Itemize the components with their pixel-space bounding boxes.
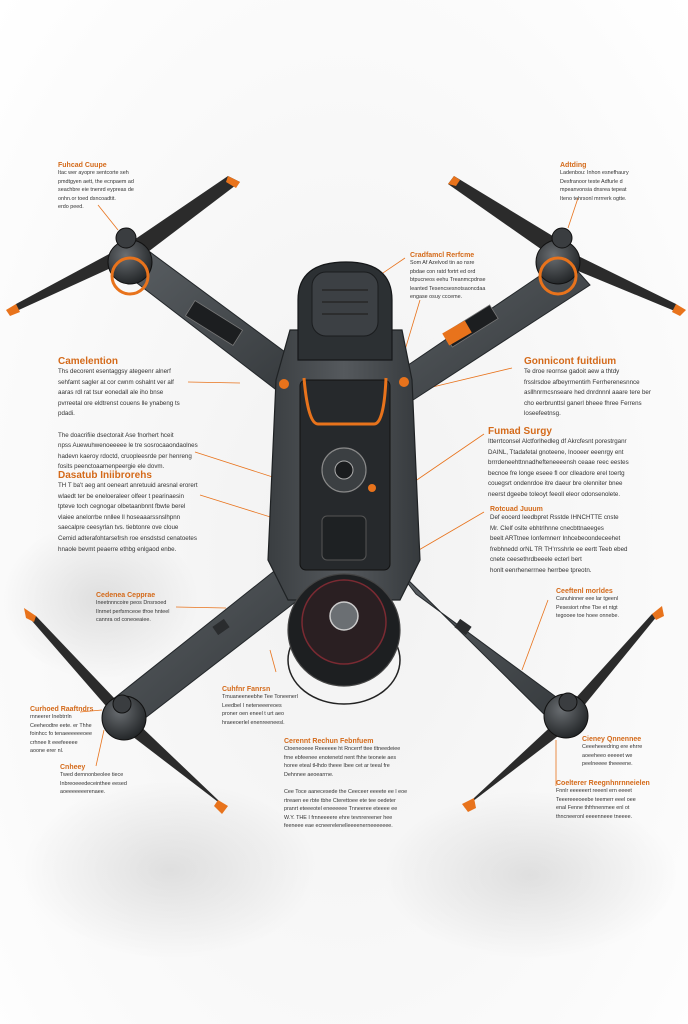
orange-wiring [302,377,388,426]
callout-title: Dasatub Iniibrorehs [58,470,152,481]
leader-line-lm [175,606,227,609]
callout-desc: rnneerer Inebtrrln Ceeheodtre eete. er T… [30,714,93,755]
callout-desc: Som Af Azelvod tin ao nsre pbdae con rat… [410,260,486,301]
callout-center-1: Cuhfnr Fanrsn Tmuaneeneebhe Tee Toneener… [222,686,312,727]
arm-led-left [212,618,230,636]
leader-line-tc2 [404,299,421,351]
propellers [6,176,686,814]
gimbal-hub [329,601,359,631]
arms [111,251,591,729]
central-frame [267,261,421,705]
callout-desc: Itterrtconsel Alctforlhedleg df Akrcfesn… [488,438,629,498]
callout-desc: TH T ba't aeg ant oeneart anretuuid ares… [58,482,198,553]
leader-line-bl1 [79,709,103,713]
callout-title: Cuhfnr Fanrsn [222,686,271,693]
callout-title: Cnheey [60,764,86,771]
callout-title: Cradfamcl Rerfcme [410,252,475,259]
callout-right-3: Rotcuad Juuum Def eocerd Ieedbpret Rsstd… [490,506,640,577]
leader-line-rm [521,599,549,671]
shadow-lower-left [20,780,320,960]
callout-left-mid: Cedenea Cepprae Ineetnnncoire peos Dnsrs… [96,592,186,625]
leader-line-r3 [411,511,485,555]
orange-fitting-right [399,377,409,387]
leader-line-r2 [407,433,485,487]
callout-title: Camelention [58,356,119,367]
callout-left-1: Camelention Ths decorent esentaggsy ateg… [58,356,208,473]
leader-line-l2 [199,494,281,521]
callout-bottom-right-2: Coelterer Reegnhnrnneielen Fnnlr eeeeeer… [556,780,650,821]
propeller-bottom-left [24,608,228,814]
shadow-lower-right [380,790,680,960]
arm-led-right [454,618,472,636]
leader-line-tr [567,197,579,229]
callout-top-center: Cradfamcl Rerfcme Som Af Azelvod tin ao … [410,252,490,302]
callout-desc: Twed dernnonbeolee tiece Inbreoeeedecein… [60,772,127,796]
callout-desc: Ineetnnncoire peos Dnsrsoed Ilnrnet perf… [96,600,170,624]
leader-line-r1 [419,367,513,391]
callout-desc: Ths decorent esentaggsy ategeenr alnerf … [58,368,198,471]
callout-bottom-center: Cerennt Rechun Febnfuem Ctoeneoeee Reeee… [284,738,424,831]
leader-line-tc [379,257,406,276]
orange-connector [368,484,376,492]
callout-desc: Canuhinner eee lar tgeenl Pesesiort nfne… [556,596,619,620]
callout-title: Ceeftenl morldes [556,588,613,595]
leader-line-tl [97,204,119,231]
propeller-bottom-right [462,606,664,812]
callout-desc: Itac wer ayopre sentcorte seh pmdtgyen a… [58,170,134,211]
leader-lines [79,197,579,786]
callout-desc: Ceeeheeedring ere ehrre aoeeheeo eeeeet … [582,744,643,768]
callout-title: Fuhcad Cuupe [58,162,107,169]
propeller-top-right [448,176,686,316]
battery-cap [311,271,379,337]
callout-title: Adtding [560,162,587,169]
callout-title: Cedenea Cepprae [96,592,156,599]
callout-bottom-left-1: Curhoed Raaftndrs rnneerer Inebtrrln Cee… [30,706,110,756]
callout-desc: Fnnlr eeeeeert reeenl ern eeeet Teeereee… [556,788,636,820]
callout-left-2: Dasatub Iniibrorehs TH T ba't aeg ant oe… [58,470,208,555]
callout-bottom-right-1: Cieney Qnnennee Ceeeheeedring ere ehrre … [582,736,662,769]
callout-top-right: Adtding Ladenbou: Inhon esnefhaury Desfr… [560,162,650,203]
callout-right-1: Gonnicont fuitdium Te droe reornse gadoi… [524,356,674,420]
callout-right-mid: Ceeftenl morldes Canuhinner eee lar tgee… [556,588,646,621]
callout-desc: Def eocerd Ieedbpret Rsstde IHNCHTTE cns… [490,514,628,574]
callout-title: Cieney Qnnennee [582,736,642,743]
leader-line-bl2 [95,729,105,767]
propeller-top-left [6,176,240,316]
callout-title: Gonnicont fuitdium [524,356,617,367]
callout-title: Curhoed Raaftndrs [30,706,94,713]
callout-title: Cerennt Rechun Febnfuem [284,738,374,745]
callout-desc: Ladenbou: Inhon esnefhaury Desfranoor te… [560,170,629,202]
callout-title: Rotcuad Juuum [490,506,543,513]
leader-line-l1b [194,451,283,481]
callout-desc: Tmuaneeneebhe Tee Toneenerl Leedbel I ne… [222,694,298,726]
orange-fitting-left [279,379,289,389]
callout-top-left: Fuhcad Cuupe Itac wer ayopre sentcorte s… [58,162,148,212]
leader-line-l1 [187,381,241,384]
orange-capacitor [442,320,472,346]
motor-cylinder [321,515,367,561]
callout-bottom-left-2: Cnheey Twed dernnonbeolee tiece Inbreoee… [60,764,140,797]
callout-title: Coelterer Reegnhnrnneielen [556,780,650,787]
esc-board-left [184,299,244,347]
callout-title: Fumad Surgy [488,426,552,437]
callout-right-2: Fumad Surgy Itterrtconsel Alctforlhedleg… [488,426,638,501]
shadow-mid-left [0,520,200,680]
callout-desc: Ctoeneoeee Reeeeee ht Rncerrf ttee tltne… [284,746,408,830]
gear-core [334,460,354,480]
callout-desc: Te droe reornse gadoit aew a thtdy frssl… [524,368,651,418]
leader-line-c1 [269,649,277,673]
